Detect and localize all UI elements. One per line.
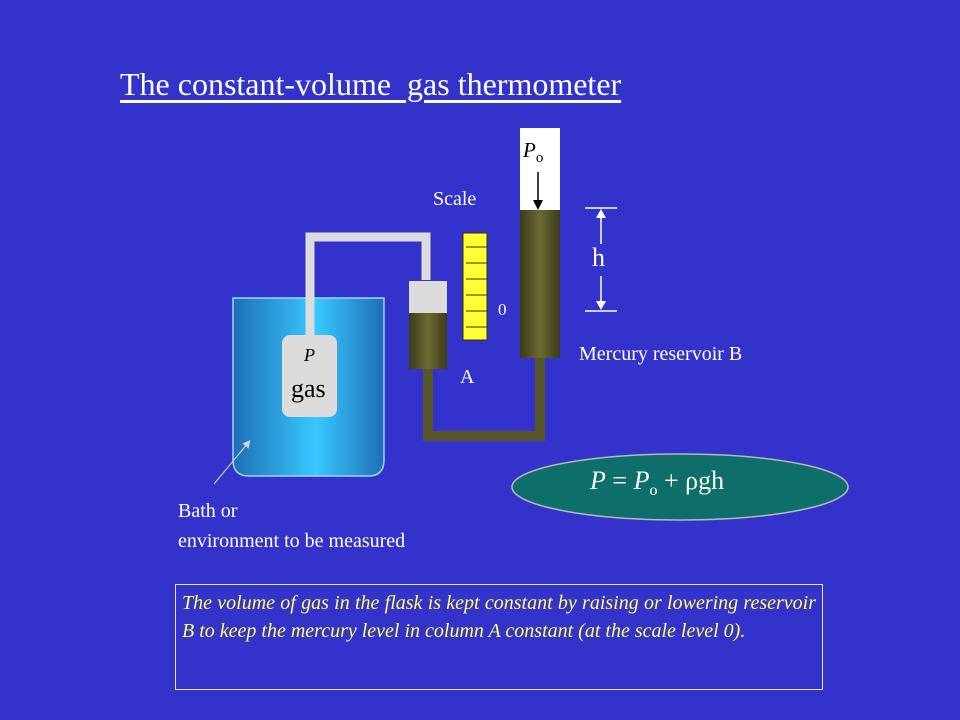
formula-p0-sub: o — [649, 482, 658, 500]
formula-ellipse — [511, 453, 849, 521]
column-a-top — [409, 281, 447, 313]
zero-label: 0 — [498, 300, 507, 319]
p-label: P — [304, 345, 315, 365]
formula-eq: = — [605, 466, 634, 495]
p0-label: Po — [523, 138, 544, 167]
formula: P = Po + ρgh — [590, 466, 724, 500]
bath-label-line1: Bath or — [178, 500, 238, 522]
formula-p0: P — [633, 466, 650, 495]
bath-pointer — [213, 439, 251, 485]
explanation-note: The volume of gas in the flask is kept c… — [175, 584, 823, 690]
scale — [462, 232, 488, 341]
column-a-mercury — [409, 313, 447, 369]
formula-lhs: P — [590, 466, 606, 495]
bath-label-line2: environment to be measured — [178, 530, 406, 552]
scale-label: Scale — [433, 188, 477, 210]
gas-tube — [305, 232, 431, 336]
page-title: The constant-volume gas thermometer — [120, 66, 622, 102]
h-dimension — [585, 207, 617, 312]
h-label: h — [592, 243, 605, 272]
reservoir-b-top — [520, 128, 560, 210]
gas-label: gas — [291, 374, 326, 403]
mercury-connector — [423, 358, 545, 441]
gas-flask — [282, 335, 337, 417]
column-a-label: A — [460, 366, 475, 388]
reservoir-label: Mercury reservoir B — [579, 343, 743, 365]
formula-rhs: + ρgh — [657, 466, 725, 495]
reservoir-b-mercury — [520, 210, 560, 358]
